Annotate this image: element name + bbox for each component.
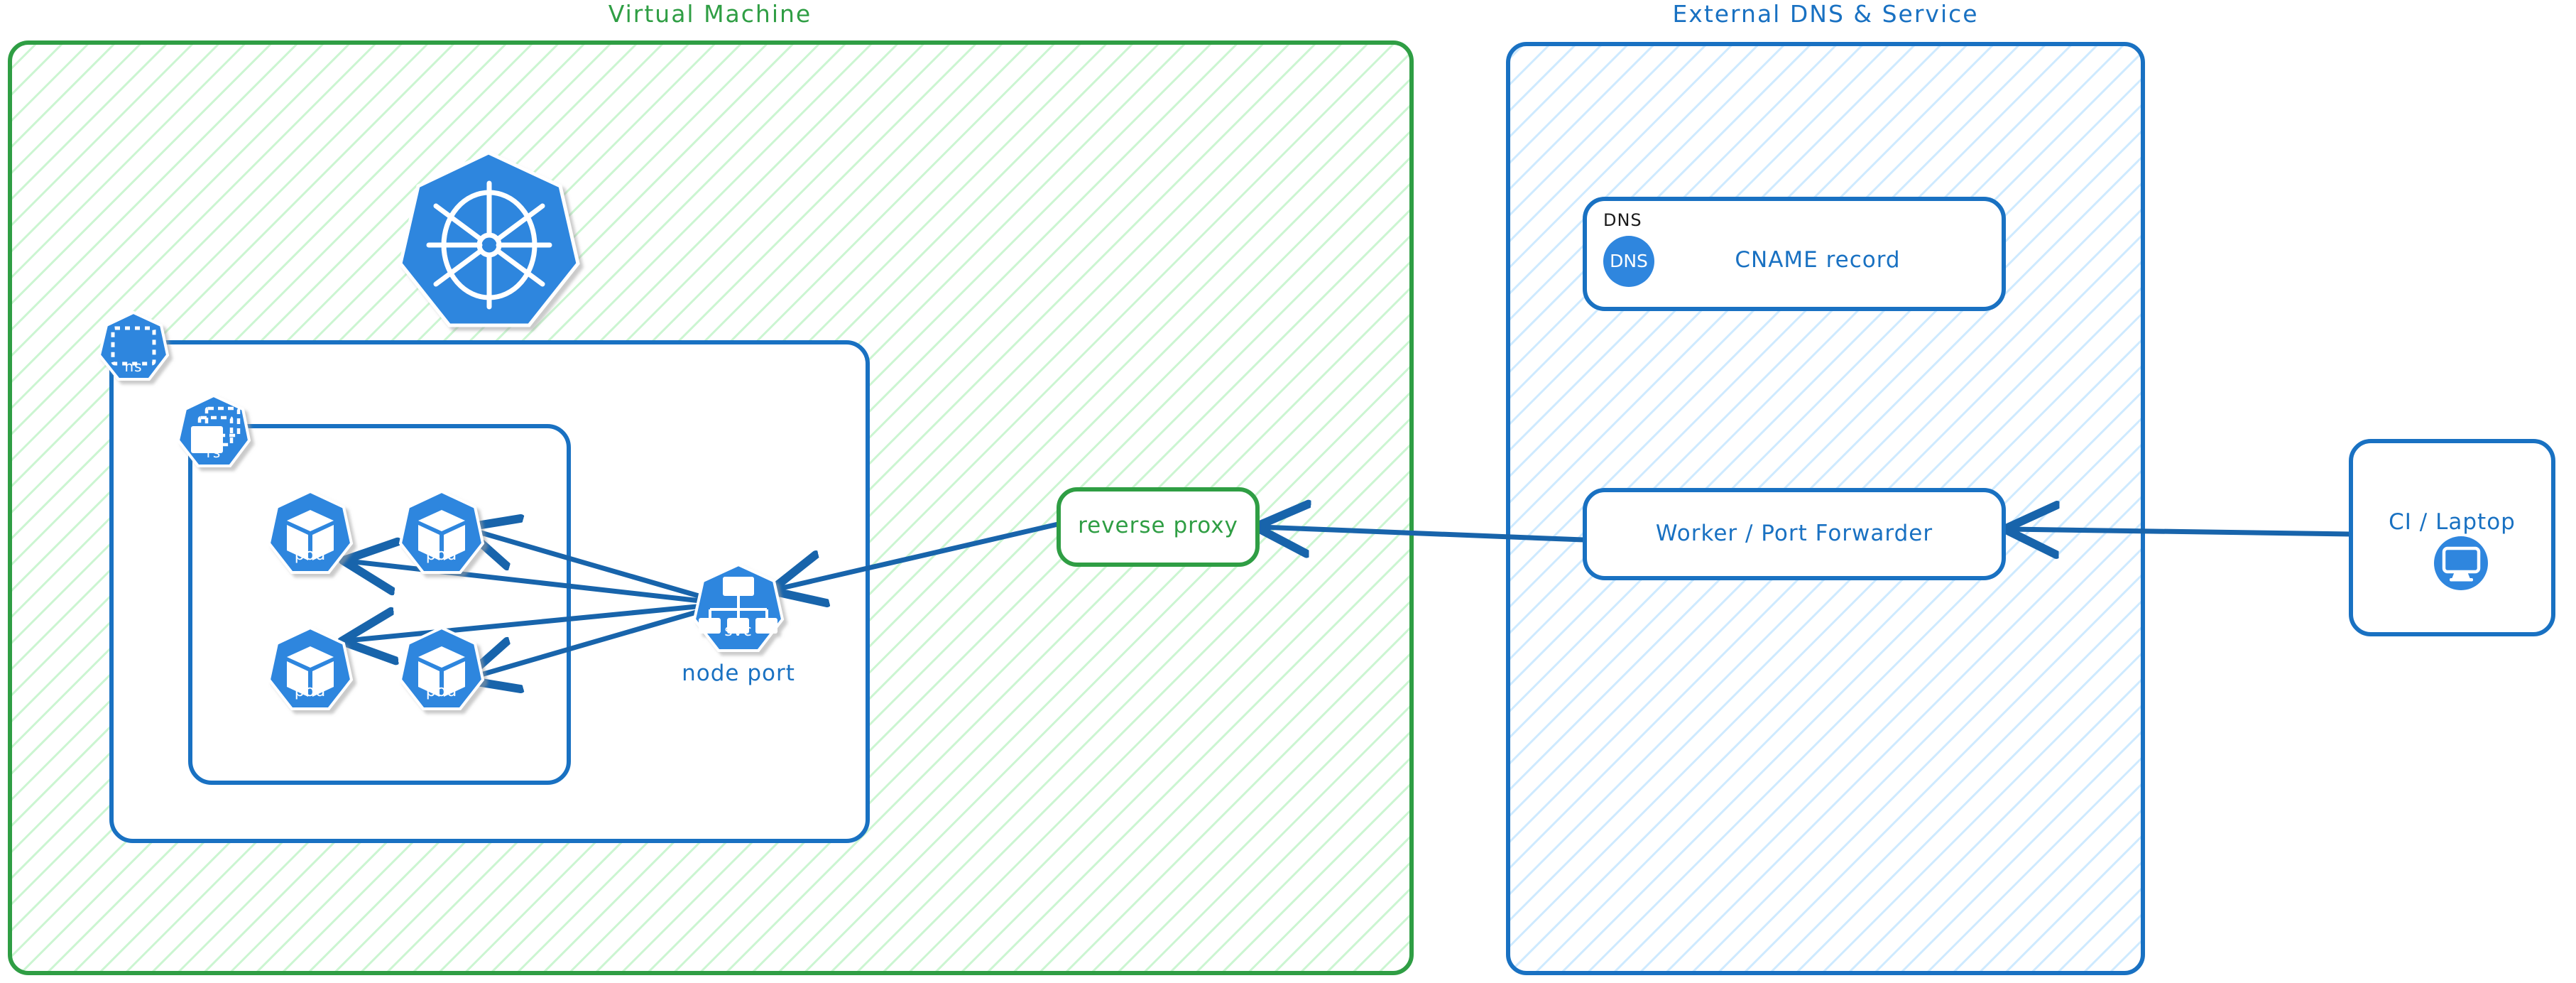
pod-badge-label-4: pod: [425, 683, 458, 700]
pod-badge-4: [398, 626, 485, 710]
zone-title-external-dns-service: External DNS & Service: [1672, 0, 1979, 28]
worker-card[interactable]: [1583, 488, 2006, 580]
kubernetes-logo: [398, 151, 580, 327]
cname-record-title[interactable]: CNAME record: [1735, 247, 1901, 273]
pod-badge-2: [398, 489, 485, 574]
dns-circle-icon: [1603, 236, 1654, 287]
namespace-badge-label: ns: [124, 358, 143, 375]
arrow-service-to-pod-2: [469, 529, 728, 607]
desktop-monitor-circle-icon: [2434, 536, 2488, 590]
dns-card[interactable]: [1583, 197, 2006, 311]
pod-cube-icon: [418, 510, 465, 560]
reverse-proxy-label[interactable]: reverse proxy: [1078, 513, 1238, 538]
service-badge: [692, 563, 785, 652]
replicaset-badge-label: rs: [206, 444, 222, 461]
pod-badge-label-2: pod: [425, 546, 458, 564]
arrow-group-service-to-pods: [346, 529, 728, 678]
pod-badge-1: [267, 489, 354, 574]
service-tree-icon: [699, 577, 777, 634]
virtual-machine-border: [8, 40, 1414, 975]
arrow-service-to-pod-3: [346, 601, 728, 641]
ci-laptop-card[interactable]: [2349, 439, 2555, 636]
pod-badge-label-1: pod: [294, 546, 327, 564]
replicaset-box: [188, 424, 571, 785]
pod-cube-icon: [287, 646, 334, 697]
replicaset-badge: [176, 393, 251, 467]
node-port-caption: node port: [682, 661, 795, 686]
zone-title-virtual-machine: Virtual Machine: [608, 0, 812, 28]
pod-cube-icon: [287, 510, 334, 560]
dns-icon-label: DNS: [1610, 251, 1648, 271]
pod-badge-label-3: pod: [294, 683, 327, 700]
arrow-reverseproxy-to-service: [775, 521, 1061, 590]
arrow-cilaptop-to-worker: [2009, 529, 2353, 534]
dns-group-label: DNS: [1603, 210, 1642, 230]
replicaset-stacked-icon: [191, 406, 241, 453]
arrow-service-to-pod-1: [348, 561, 728, 607]
pod-badge-3: [267, 626, 354, 710]
service-badge-label: svc: [724, 622, 753, 640]
worker-port-forwarder-title[interactable]: Worker / Port Forwarder: [1655, 521, 1933, 546]
pod-cube-icon: [418, 646, 465, 697]
namespace-badge: [97, 310, 170, 381]
reverse-proxy-box[interactable]: [1057, 487, 1260, 567]
ci-laptop-title[interactable]: CI / Laptop: [2389, 509, 2516, 535]
external-dns-border: [1506, 42, 2145, 975]
namespace-dashed-square-icon: [111, 326, 156, 366]
arrow-worker-to-reverseproxy: [1260, 527, 1586, 540]
arrow-service-to-pod-4: [469, 601, 728, 678]
